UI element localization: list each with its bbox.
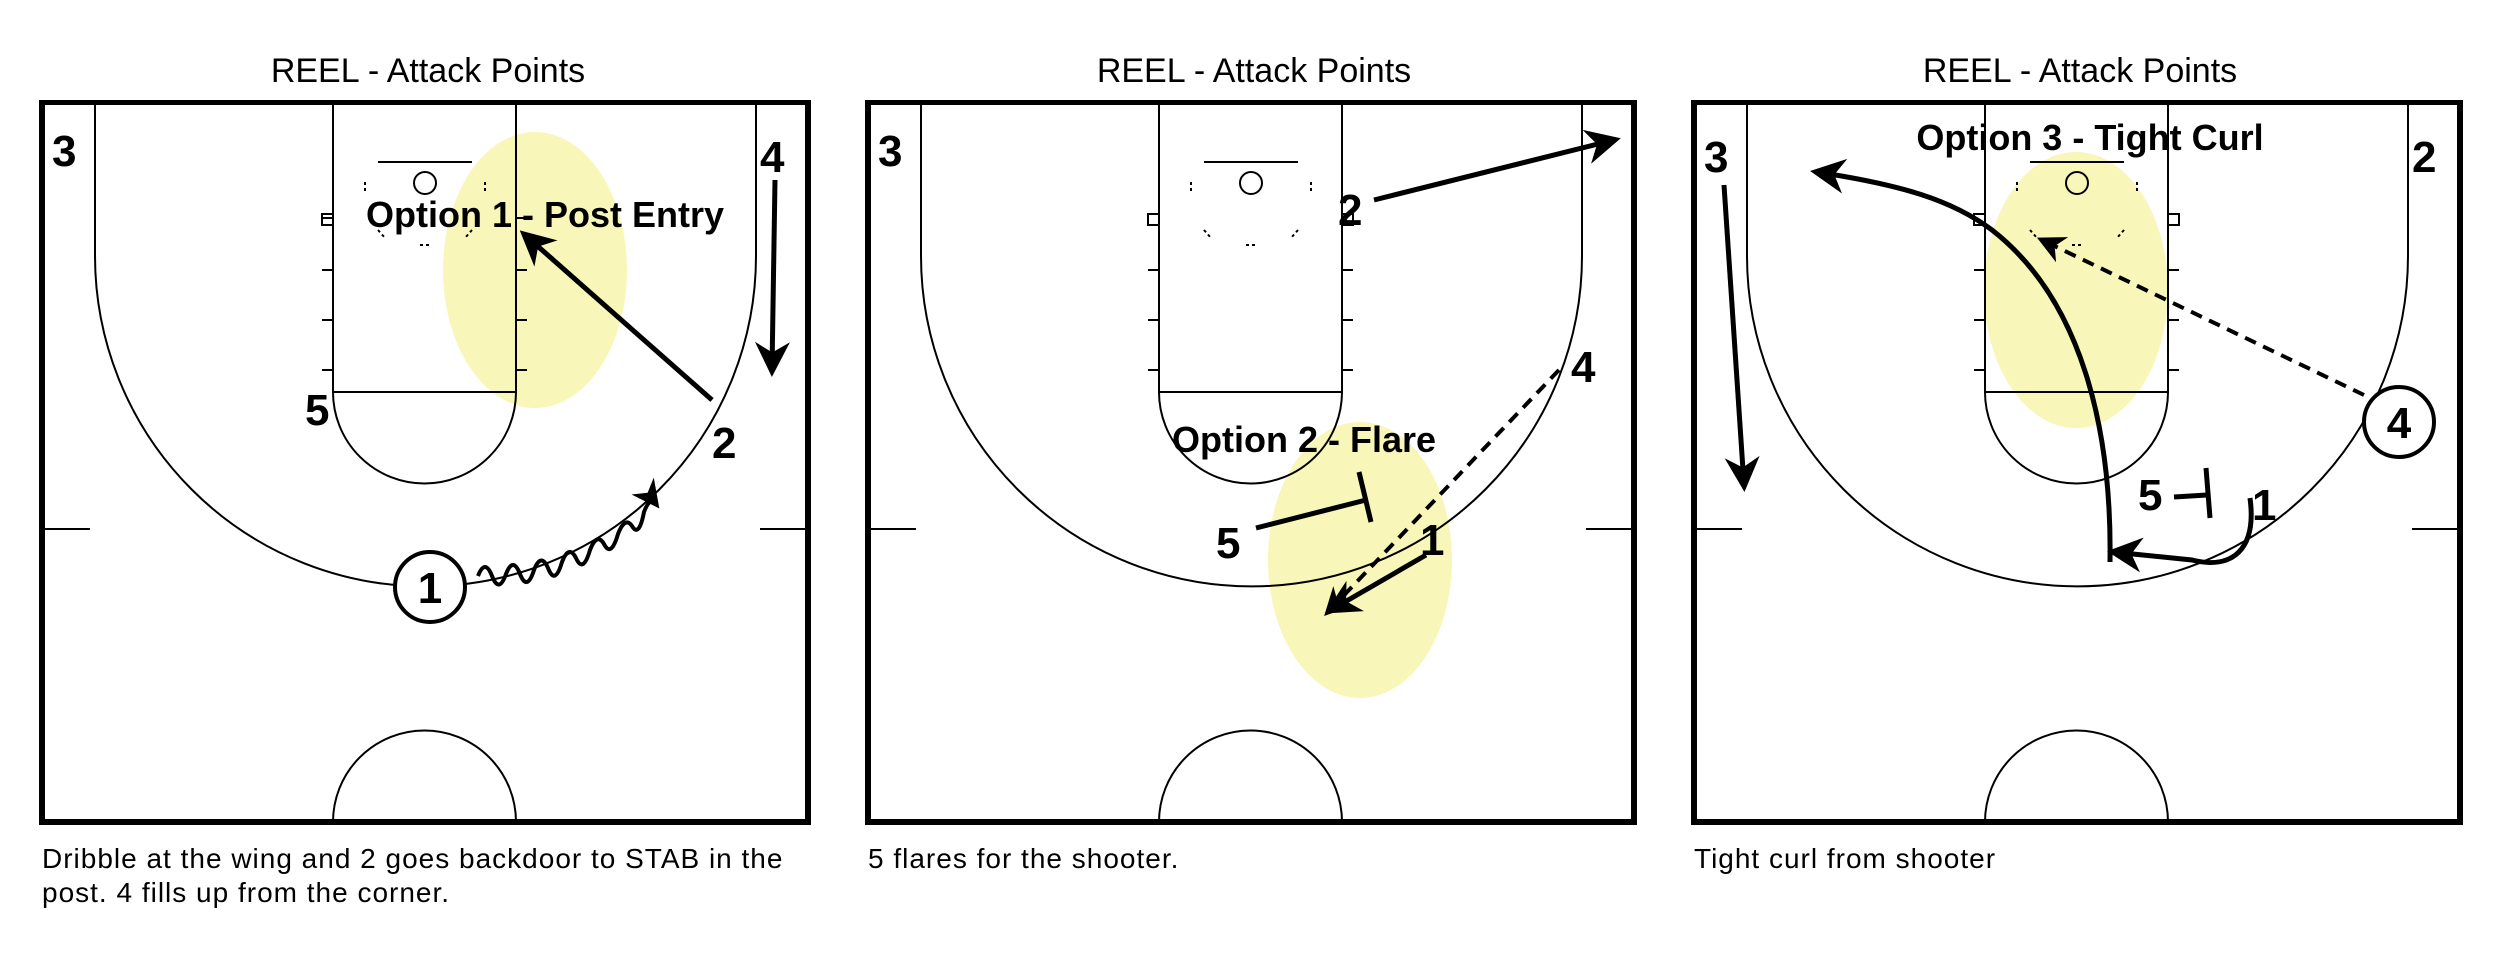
- panel-caption: Dribble at the wing and 2 goes backdoor …: [42, 843, 784, 908]
- player-label: 3: [1704, 133, 1728, 182]
- curl-cut-arrow: [2107, 497, 2254, 573]
- player-label: 5: [305, 386, 329, 435]
- players: 3 4 5 2 1: [52, 127, 785, 624]
- player-label: 4: [2387, 399, 2412, 448]
- court-boundary: [865, 100, 1637, 825]
- player-label: 4: [1571, 343, 1596, 392]
- option-label: Option 2 - Flare: [1172, 419, 1436, 460]
- screen-bar: [2203, 467, 2213, 519]
- cut-arrow: [1324, 552, 1428, 614]
- flare-arrow: [1373, 129, 1621, 203]
- player-label: 5: [1216, 519, 1240, 568]
- option-label: Option 1 - Post Entry: [366, 194, 724, 235]
- attack-highlight: [443, 132, 627, 408]
- player-label: 2: [712, 419, 736, 468]
- panel-3: REEL - Attack Points Option 3 - Tight C: [1652, 0, 2478, 961]
- cut-arrow: [519, 230, 714, 402]
- curl-arrow: [1810, 158, 2113, 563]
- panel-caption: 5 flares for the shooter.: [868, 843, 1180, 874]
- fill-arrow: [754, 179, 790, 377]
- player-movements: [476, 179, 790, 587]
- players: 3 2 4 5 1: [1704, 133, 2436, 530]
- player-label: 1: [1420, 516, 1444, 565]
- player-label: 3: [52, 127, 76, 176]
- cut-arrow: [1721, 184, 1760, 492]
- player-label: 1: [2252, 481, 2276, 530]
- ball-handler-circle: [393, 550, 467, 624]
- player-label: 3: [878, 127, 902, 176]
- panel-title: REEL - Attack Points: [1096, 52, 1412, 90]
- screen-line: [1255, 497, 1367, 531]
- attack-highlight: [1984, 152, 2168, 428]
- player-label: 1: [418, 564, 442, 613]
- option-label: Option 3 - Tight Curl: [1916, 117, 2263, 158]
- court-diagram: Option 3 - Tight Curl 3 2 4 5 1: [1691, 100, 2463, 825]
- screen-line: [2173, 492, 2208, 500]
- court-lines: [868, 101, 1634, 823]
- screen-bar: [1356, 471, 1374, 523]
- players: 3 2 4 5 1: [878, 127, 1596, 568]
- player-movements: [1255, 129, 1621, 617]
- court-diagram: Option 1 - Post Entry 3 4 5 2 1: [39, 100, 811, 825]
- pass-arrow: [1324, 368, 1561, 617]
- player-label: 5: [2138, 471, 2162, 520]
- panel-title: REEL - Attack Points: [270, 52, 586, 90]
- shooter-circle: [2362, 385, 2436, 459]
- player-label: 2: [1338, 186, 1362, 235]
- player-label: 2: [2412, 133, 2436, 182]
- attack-highlight: [1268, 422, 1452, 698]
- panel-caption: Tight curl from shooter: [1694, 843, 1997, 874]
- dribble-arrow: [476, 477, 660, 587]
- panel-2: REEL - Attack Points Option 2 - Flare: [826, 0, 1652, 961]
- panel-title: REEL - Attack Points: [1922, 52, 2238, 90]
- panel-1: REEL - Attack Points Option 1 -: [0, 0, 826, 961]
- player-movements: [1721, 158, 2365, 573]
- player-label: 4: [760, 133, 785, 182]
- court-diagram: Option 2 - Flare 3 2 4 5 1: [865, 100, 1637, 825]
